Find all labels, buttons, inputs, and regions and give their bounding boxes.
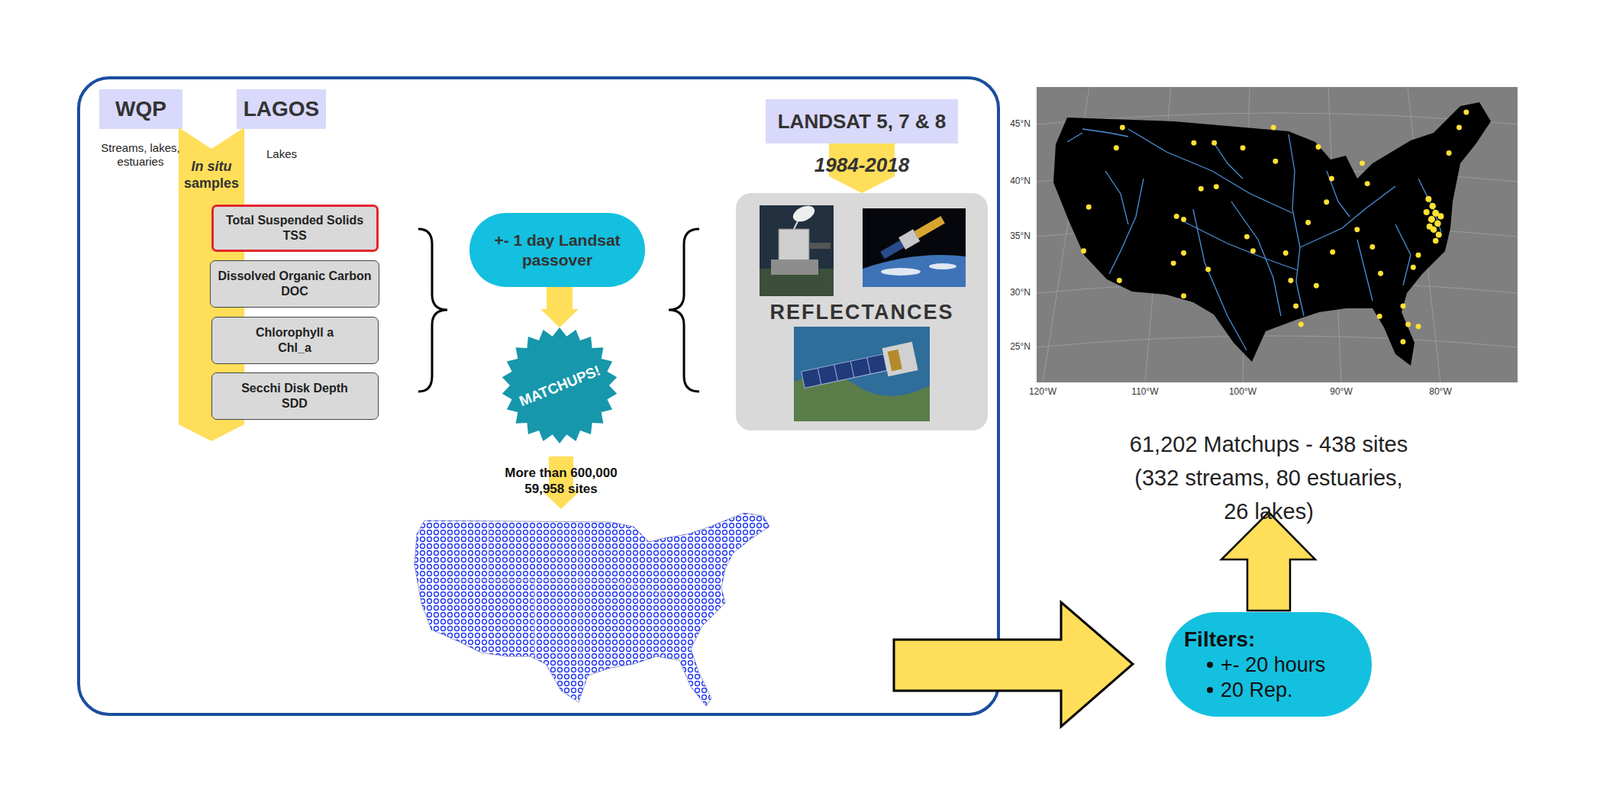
parameter-box: Dissolved Organic CarbonDOC <box>209 260 381 308</box>
note-label: More than 600,000 <box>446 465 676 481</box>
node-text: +- 20 hours <box>1220 652 1326 678</box>
note-label: Streams, lakes, estuaries <box>93 141 188 169</box>
note-label: 61,202 Matchups - 438 sites (332 streams… <box>1124 427 1413 529</box>
node-text: Chl_a <box>277 340 312 356</box>
axis-label: 90°W <box>1318 386 1365 397</box>
note-label: 59,958 sites <box>446 481 676 497</box>
node-text: DOC <box>280 283 309 300</box>
note-label: Lakes <box>251 147 313 162</box>
bullet-dot <box>1206 687 1213 694</box>
axis-label: 45°N <box>992 118 1031 130</box>
node-text: REFLECTANCES <box>769 300 954 326</box>
reflectance-panel-ground <box>735 193 988 431</box>
edge-label: 1984-2018 <box>814 154 910 178</box>
node-text: Secchi Disk Depth <box>241 380 349 397</box>
node-text: LAGOS <box>243 96 320 123</box>
satellite-image <box>793 326 930 422</box>
node-text: Chlorophyll a <box>255 325 334 341</box>
site-dots <box>1080 109 1469 346</box>
process-pill: +- 1 day Landsat passover <box>469 212 646 288</box>
node-text: LANDSAT 5, 7 & 8 <box>777 109 947 134</box>
parameter-box: Secchi Disk DepthSDD <box>211 372 379 420</box>
site-map <box>414 512 770 707</box>
node-text: Filters: <box>1183 626 1255 653</box>
node-text: samples <box>183 174 239 192</box>
node-text: SDD <box>281 396 308 412</box>
source-box: WQP <box>99 89 183 130</box>
parameter-box: Chlorophyll aChl_a <box>211 316 379 365</box>
flow-arrow <box>893 602 1133 727</box>
axis-label: 120°W <box>1019 386 1066 397</box>
flow-arrow <box>1221 512 1316 611</box>
node-text: TSS <box>282 228 307 244</box>
axis-label: 100°W <box>1219 386 1266 397</box>
filter-ellipse: Filters:+- 20 hours20 Rep. <box>1165 612 1372 717</box>
axis-label: 40°N <box>992 175 1031 187</box>
node-text: WQP <box>115 96 167 123</box>
curly-brace <box>668 229 700 392</box>
matchup-starburst: MATCHUPS! <box>501 327 618 444</box>
axis-label: 110°W <box>1122 386 1168 397</box>
node-text: Total Suspended Solids <box>225 212 364 229</box>
axis-label: 35°N <box>992 230 1031 242</box>
bullet-dot <box>1206 661 1213 668</box>
node-text: Dissolved Organic Carbon <box>218 268 372 284</box>
node-text: +- 1 day Landsat passover <box>480 230 634 271</box>
bullet-row: +- 20 hours <box>1206 652 1326 678</box>
satellite-box: LANDSAT 5, 7 & 8 <box>765 99 959 144</box>
bullet-row: 20 Rep. <box>1206 677 1294 704</box>
main-panel <box>78 77 999 715</box>
node-text: 20 Rep. <box>1220 677 1294 704</box>
block-arrow <box>540 287 579 328</box>
satellite-image <box>862 208 966 288</box>
node-text: In situ <box>190 158 232 175</box>
source-box: LAGOS <box>236 89 327 130</box>
matchup-map <box>1036 87 1518 383</box>
axis-label: 30°N <box>992 287 1031 298</box>
parameter-box: Total Suspended SolidsTSS <box>211 204 379 252</box>
reflectance-panel: REFLECTANCES <box>735 193 988 431</box>
axis-label: 25°N <box>992 341 1031 352</box>
satellite-image <box>759 203 834 297</box>
axis-label: 80°W <box>1417 386 1464 397</box>
curly-brace <box>418 229 448 392</box>
